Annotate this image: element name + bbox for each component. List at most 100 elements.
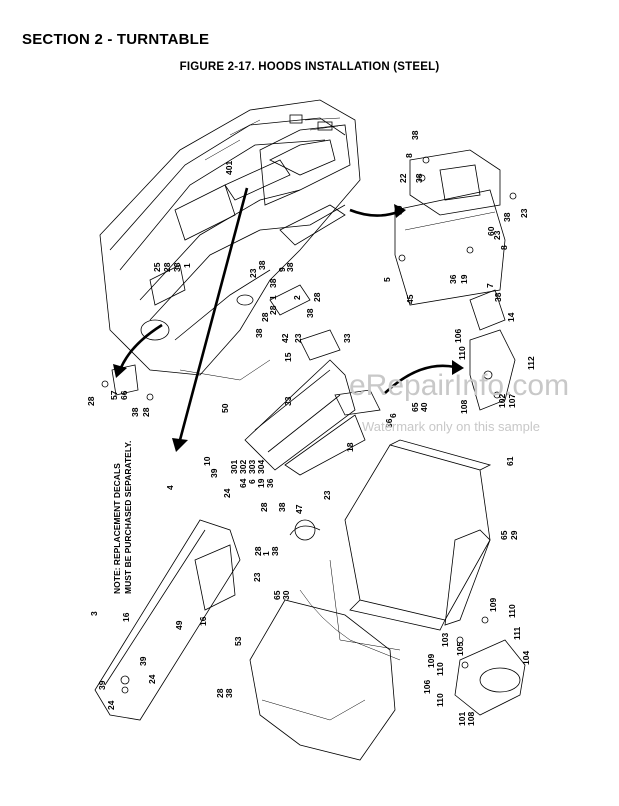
lower-hood-panel [249, 599, 396, 761]
callout-label: 28 [141, 407, 151, 417]
callout-label: 38 [277, 502, 287, 512]
callout-labels: 401 25 28 38 1 23 38 9 2 28 38 38 38 28 … [86, 130, 536, 726]
callout-label: 30 [281, 590, 291, 600]
large-hood-panel [299, 439, 492, 661]
callout-label: 57 [109, 390, 119, 400]
callout-label: 16 [121, 612, 131, 622]
callout-label: 45 [405, 294, 415, 304]
callout-label: 61 [505, 456, 515, 466]
callout-label: 28 [86, 396, 96, 406]
callout-label: 110 [507, 604, 517, 618]
callout-label: 23 [248, 268, 258, 278]
note-line-1: NOTE: REPLACEMENT DECALS [112, 463, 122, 594]
callout-label: 110 [457, 346, 467, 360]
callout-label: 38 [493, 292, 503, 302]
callout-label: 1 [182, 263, 192, 268]
callout-label: 39 [209, 468, 219, 478]
callout-label: 304 [256, 460, 266, 474]
callout-label: 19 [459, 274, 469, 284]
callout-label: 65 [272, 590, 282, 600]
callout-label: 28 [259, 502, 269, 512]
callout-label: 23 [492, 230, 502, 240]
callout-label: 109 [488, 598, 498, 612]
callout-label: 18 [345, 442, 355, 452]
callout-label: 23 [322, 490, 332, 500]
callout-label: 36 [448, 274, 458, 284]
callout-label: 60 [486, 226, 496, 236]
callout-label: 47 [294, 504, 304, 514]
replacement-decals-note: NOTE: REPLACEMENT DECALS MUST BE PURCHAS… [112, 441, 133, 594]
callout-label: 106 [453, 329, 463, 343]
callout-label: 22 [398, 173, 408, 183]
callout-label: 23 [293, 333, 303, 343]
callout-label: 14 [506, 312, 516, 322]
callout-label: 28 [260, 312, 270, 322]
callout-label: 109 [426, 654, 436, 668]
callout-label: 105 [455, 642, 465, 656]
callout-label: 8 [404, 153, 414, 158]
callout-label: 38 [172, 262, 182, 272]
callout-label: 6 [247, 479, 257, 484]
callout-label: 3 [89, 611, 99, 616]
callout-label: 1 [261, 551, 271, 556]
callout-label: 111 [512, 626, 522, 640]
callout-label: 28 [162, 262, 172, 272]
callout-label: 36 [384, 418, 394, 428]
callout-label: 24 [106, 700, 116, 710]
callout-label: 38 [257, 260, 267, 270]
callout-label: 64 [238, 478, 248, 488]
callout-label: 4 [165, 485, 175, 490]
callout-label: 1 [268, 295, 278, 300]
watermark-main: eRepairInfo.com [349, 369, 569, 402]
callout-label: 28 [215, 688, 225, 698]
callout-label: 19 [256, 478, 266, 488]
callout-label: 101 [457, 712, 467, 726]
callout-label: 38 [410, 130, 420, 140]
callout-label: 8 [499, 245, 509, 250]
callout-label: 28 [268, 305, 278, 315]
callout-label: 49 [174, 620, 184, 630]
callout-label: 53 [233, 636, 243, 646]
callout-label: 7 [485, 283, 495, 288]
right-mount-bracket [469, 289, 516, 411]
callout-label: 2 [292, 295, 302, 300]
callout-label: 38 [414, 173, 424, 183]
callout-label: 110 [435, 662, 445, 676]
callout-label: 102 [497, 394, 507, 408]
callout-label: 39 [138, 656, 148, 666]
callout-label: 106 [422, 680, 432, 694]
callout-label: 23 [252, 572, 262, 582]
callout-label: 36 [265, 478, 275, 488]
section-title: SECTION 2 - TURNTABLE [22, 31, 210, 48]
callout-label: 38 [224, 688, 234, 698]
fender-bracket [454, 616, 526, 716]
callout-label: 33 [283, 396, 293, 406]
upper-right-bracket [394, 149, 517, 306]
callout-label: 38 [254, 328, 264, 338]
callout-label: 38 [285, 262, 295, 272]
left-strip-panel [94, 519, 241, 721]
note-line-2: MUST BE PURCHASED SEPARATELY. [123, 441, 133, 594]
callout-label: 28 [312, 292, 322, 302]
callout-label: 108 [459, 400, 469, 414]
callout-label: 24 [222, 488, 232, 498]
callout-label: 40 [419, 402, 429, 412]
callout-label: 38 [305, 308, 315, 318]
callout-label: 42 [280, 333, 290, 343]
callout-label: 25 [152, 262, 162, 272]
callout-label: 5 [382, 277, 392, 282]
callout-label: 104 [521, 651, 531, 665]
callout-label: 38 [268, 278, 278, 288]
callout-label: 6 [388, 413, 398, 418]
callout-label: 65 [499, 530, 509, 540]
watermark-sub: Watermark only on this sample [362, 419, 540, 434]
callout-label: 59 [394, 205, 404, 215]
callout-label: 302 [238, 460, 248, 474]
callout-label: 38 [270, 546, 280, 556]
callout-label: 29 [509, 530, 519, 540]
watermark: eRepairInfo.com Watermark only on this s… [349, 369, 569, 434]
callout-label: 303 [247, 460, 257, 474]
callout-label: 401 [224, 161, 234, 175]
callout-label: 23 [519, 208, 529, 218]
